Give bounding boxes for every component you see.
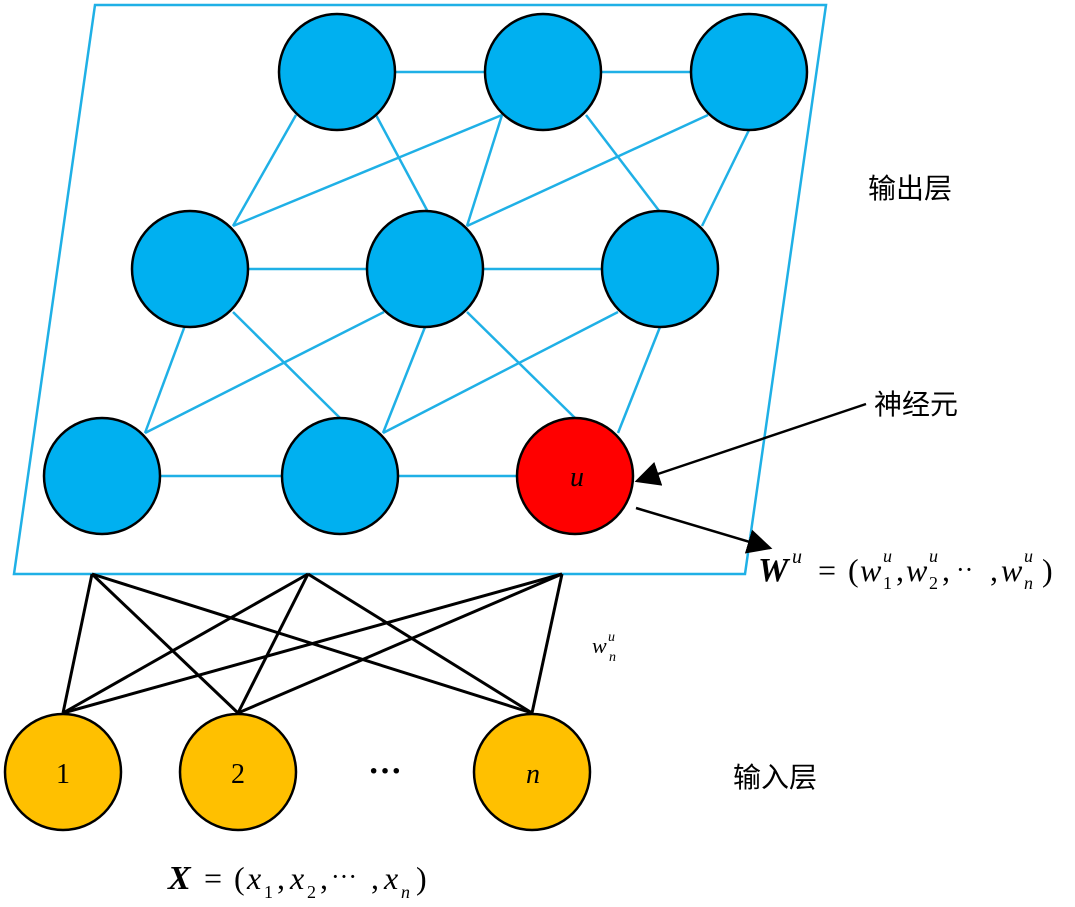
- svg-text:): ): [416, 860, 427, 896]
- grid-line: [382, 310, 619, 435]
- grid-line: [374, 114, 430, 213]
- svg-text:,: ,: [277, 860, 285, 896]
- grid-line: [585, 114, 661, 213]
- input-neuron: [178, 712, 298, 832]
- connection-line: [237, 572, 563, 715]
- output-neuron: [365, 209, 485, 329]
- output-layer-label: 输出层: [868, 172, 952, 205]
- output-neuron: [42, 416, 162, 536]
- svg-text:u: u: [608, 630, 615, 645]
- neuron-label: 神经元: [874, 388, 958, 421]
- svg-text:2: 2: [307, 882, 316, 902]
- connection-line: [91, 572, 533, 715]
- svg-text:w: w: [906, 552, 928, 588]
- connection-line: [530, 573, 564, 714]
- input-ellipsis: ···: [368, 753, 402, 790]
- svg-text:(: (: [234, 860, 245, 896]
- weight-pointer-arrow: [635, 506, 773, 554]
- input-neuron-label-2: 2: [231, 759, 245, 790]
- grid-line: [232, 311, 341, 419]
- connection-line: [90, 572, 240, 715]
- svg-text:X: X: [167, 860, 192, 897]
- svg-text:x: x: [383, 860, 398, 896]
- output-neuron: [130, 209, 250, 329]
- svg-text:w: w: [592, 633, 607, 658]
- input-connections: [61, 572, 564, 715]
- input-layer-neurons: [3, 712, 592, 832]
- svg-text:=: =: [818, 552, 836, 588]
- grid-line: [232, 113, 503, 228]
- svg-text:2: 2: [929, 573, 938, 593]
- grid-line: [466, 113, 709, 228]
- connection-line: [61, 573, 94, 714]
- weight-vector-formula: W u = ( w u 1 , w u 2 , ·· , w u n ): [758, 546, 1053, 593]
- svg-text:,: ,: [990, 552, 998, 588]
- grid-line: [381, 326, 427, 434]
- svg-text:n: n: [609, 650, 616, 665]
- output-neuron: [600, 209, 720, 329]
- input-neuron-label-1: 1: [56, 759, 70, 790]
- svg-text:W: W: [758, 552, 791, 589]
- svg-text:u: u: [1024, 546, 1033, 566]
- output-neuron: [689, 12, 809, 132]
- grid-line: [143, 311, 192, 434]
- svg-text:x: x: [289, 860, 304, 896]
- winner-neuron-label: u: [570, 462, 584, 493]
- grid-line: [144, 310, 385, 435]
- input-neuron-label-n: n: [526, 759, 540, 790]
- output-layer-frame: [12, 3, 828, 576]
- svg-text:,: ,: [371, 860, 379, 896]
- svg-text:=: =: [204, 860, 222, 896]
- connection-line: [307, 572, 533, 715]
- grid-line: [616, 326, 662, 434]
- svg-text:x: x: [246, 860, 261, 896]
- output-neuron: [280, 416, 400, 536]
- output-neuron: [483, 12, 603, 132]
- svg-text:1: 1: [883, 573, 892, 593]
- connection-line: [62, 572, 309, 715]
- svg-text:u: u: [929, 546, 938, 566]
- svg-text:···: ···: [331, 862, 357, 891]
- neuron-pointer-arrow: [634, 402, 867, 486]
- input-vector-formula: X = ( x 1 , x 2 , ··· , x n ): [167, 860, 427, 902]
- svg-text:n: n: [401, 882, 410, 902]
- svg-text:,: ,: [896, 552, 904, 588]
- svg-text:(: (: [848, 552, 859, 588]
- input-layer-label: 输入层: [733, 761, 817, 794]
- svg-text:1: 1: [264, 882, 273, 902]
- svg-text:,: ,: [320, 860, 328, 896]
- winner-neuron: [515, 416, 635, 536]
- grid-line: [466, 311, 576, 419]
- svg-text:u: u: [792, 546, 802, 568]
- weight-label: w u n: [592, 630, 616, 665]
- svg-text:w: w: [1001, 552, 1023, 588]
- connection-line: [236, 573, 310, 714]
- svg-text:··: ··: [956, 555, 973, 584]
- svg-text:n: n: [1024, 573, 1033, 593]
- input-neuron: [3, 712, 123, 832]
- grid-line: [465, 114, 504, 227]
- svg-text:w: w: [860, 552, 882, 588]
- output-layer-neurons: [42, 12, 809, 536]
- grid-line: [231, 114, 298, 227]
- svg-text:): ): [1042, 552, 1053, 588]
- grid-line: [700, 129, 751, 227]
- svg-text:,: ,: [942, 552, 950, 588]
- input-neuron: [472, 712, 592, 832]
- svg-text:u: u: [883, 546, 892, 566]
- output-neuron: [277, 12, 397, 132]
